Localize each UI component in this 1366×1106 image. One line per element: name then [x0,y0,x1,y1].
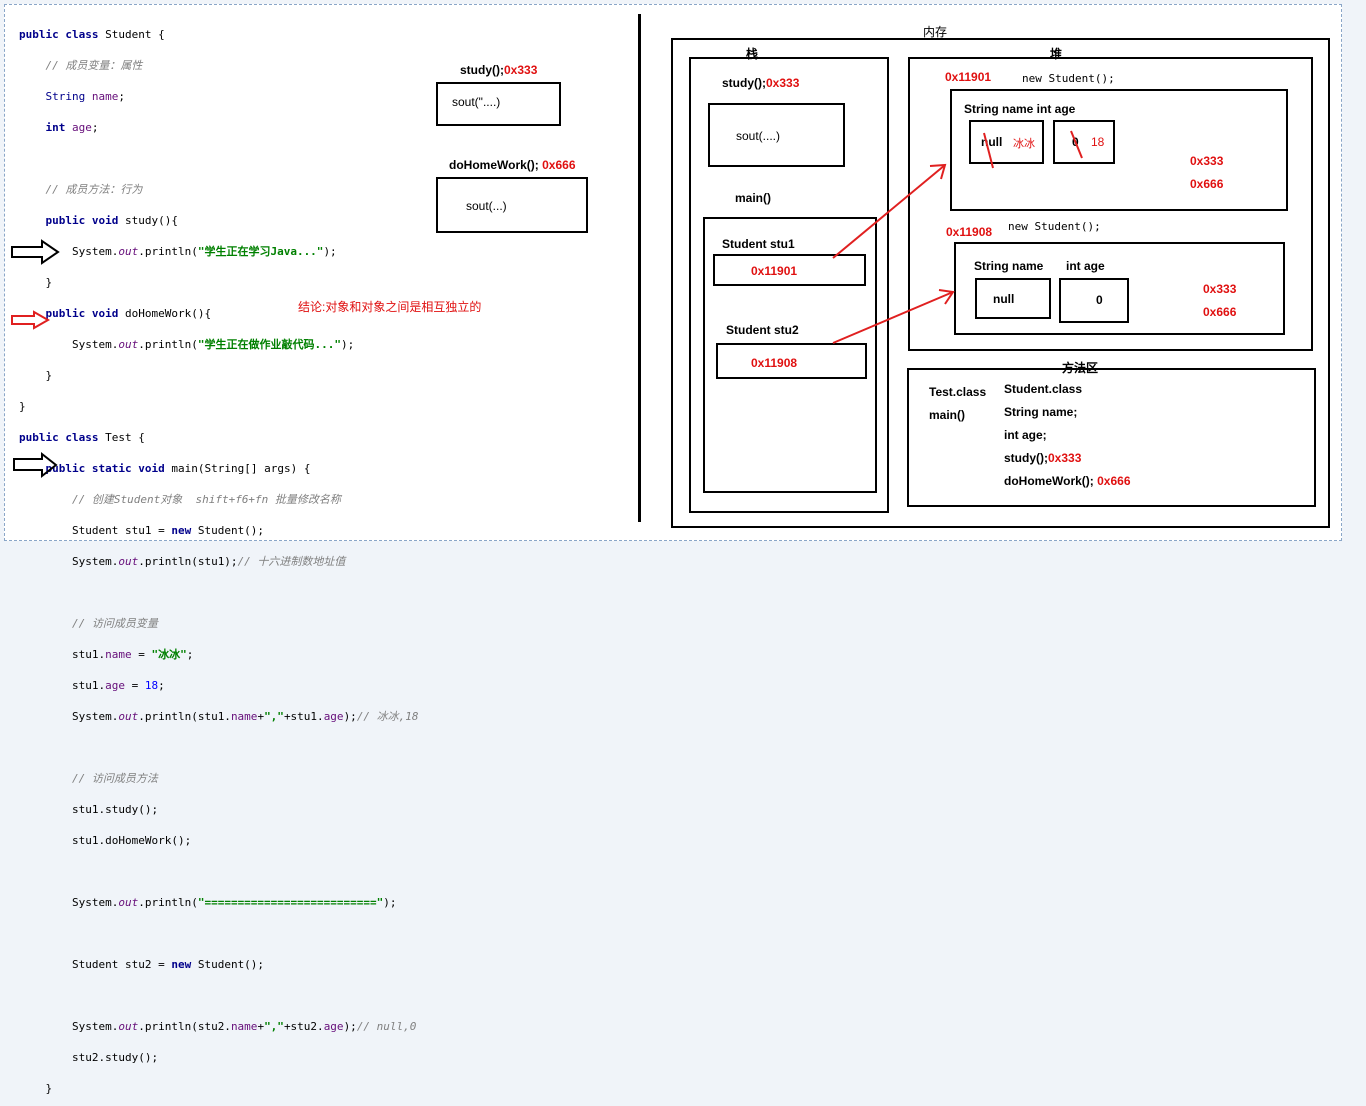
study-frame-box: sout("....) [436,82,561,126]
student-study-method: study();0x333 [1004,451,1082,465]
obj1-method-study: 0x333 [1190,154,1224,168]
code-line-27: stu1.doHomeWork(); [71,833,192,847]
obj1-addr: 0x11901 [945,70,992,84]
student-class: Student.class [1004,382,1083,396]
code-line-13: } [19,399,26,413]
reference-arrow-stu2 [832,289,955,344]
heap-box [908,57,1313,351]
code-line-17: Student stu1 = new Student(); [71,523,265,537]
stu1-addr: 0x11901 [751,264,798,278]
obj2-name-cell: null [975,278,1051,319]
study-frame-label: study();0x333 [460,63,538,77]
code-line-21: stu1.name = "冰冰"; [71,647,194,661]
method-area-box: Test.class main() Student.class String n… [907,368,1316,507]
code-line-6: // 成员方法：行为 [45,182,143,196]
memory-title: 内存 [923,25,948,39]
arrow-right-outline-icon [13,451,58,479]
code-line-25: // 访问成员方法 [71,771,158,785]
arrow-right-red-outline-icon [11,310,51,330]
homework-frame-body: sout(...) [466,199,507,213]
stack-study-box: sout(....) [708,103,845,167]
canvas [4,4,1342,541]
student-name-field: String name; [1004,405,1078,419]
code-line-8: System.out.println("学生正在学习Java..."); [71,244,337,258]
student-homework-method: doHomeWork(); 0x666 [1004,474,1131,488]
test-main: main() [929,408,965,422]
stu2-box: 0x11908 [716,343,867,379]
code-line-4: int age; [45,120,99,134]
arrow-right-outline-icon [11,239,60,265]
obj1-new: new Student(); [1022,72,1115,85]
arrows-overlay [11,130,1083,479]
obj1-fields: String name int age [964,102,1076,116]
reference-arrow-stu1 [832,163,947,259]
student-age-field: int age; [1004,428,1047,442]
obj1-name-new: 冰冰 [1013,138,1035,150]
obj2-name: null [993,292,1015,306]
obj2-field-name: String name [974,259,1044,273]
stu1-label: Student stu1 [722,237,795,251]
obj2-box: String name int age null 0 0x333 0x666 [954,242,1285,335]
code-line-2: // 成员变量：属性 [45,58,143,72]
conclusion-text: 结论:对象和对象之间是相互独立的 [298,300,482,314]
obj2-new: new Student(); [1008,220,1101,233]
code-line-3: String name; [45,89,126,103]
homework-frame-label: doHomeWork(); 0x666 [449,158,576,172]
main-frame-box [703,217,877,493]
stack-box [689,57,889,513]
stu2-addr: 0x11908 [751,356,798,370]
obj2-method-homework: 0x666 [1203,305,1237,319]
code-line-29: System.out.println("====================… [71,895,397,909]
test-class: Test.class [929,385,987,399]
memory-box [671,38,1330,528]
code-line-14: public class Test { [19,430,145,444]
homework-frame-box: sout(...) [436,177,588,233]
strike-zero [1070,130,1083,159]
code-line-1: public class Student { [19,27,165,41]
stu1-box: 0x11901 [713,254,866,286]
code-line-20: // 访问成员变量 [71,616,158,630]
code-line-10: public void doHomeWork(){ [45,306,212,320]
code-line-11: System.out.println("学生正在做作业敲代码..."); [71,337,355,351]
divider [638,14,641,522]
code-line-12: } [45,368,53,382]
code-line-35: } [45,1081,53,1095]
obj2-field-age: int age [1066,259,1105,273]
stu2-label: Student stu2 [726,323,799,337]
stack-study-body: sout(....) [736,129,781,143]
code-line-7: public void study(){ [45,213,178,227]
stack-study-label: study();0x333 [722,76,800,90]
obj2-age-cell: 0 [1059,278,1129,323]
obj2-age: 0 [1096,293,1103,307]
code-line-26: stu1.study(); [71,802,159,816]
obj1-age-new: 18 [1091,135,1105,149]
code-line-31: Student stu2 = new Student(); [71,957,265,971]
code-line-33: System.out.println(stu2.name+","+stu2.ag… [71,1019,417,1033]
code-line-22: stu1.age = 18; [71,678,165,692]
obj2-addr: 0x11908 [946,225,993,239]
code-line-18: System.out.println(stu1);// 十六进制数地址值 [71,554,346,568]
code-line-34: stu2.study(); [71,1050,159,1064]
code-line-15: public static void main(String[] args) { [45,461,311,475]
obj1-method-homework: 0x666 [1190,177,1224,191]
code-line-9: } [45,275,53,289]
strike-null [983,132,994,169]
code-line-16: // 创建Student对象 shift+f6+fn 批量修改名称 [71,492,341,506]
code-line-23: System.out.println(stu1.name+","+stu1.ag… [71,709,419,723]
obj2-method-study: 0x333 [1203,282,1237,296]
study-frame-body: sout("....) [452,95,501,109]
main-frame-label: main() [735,191,771,205]
